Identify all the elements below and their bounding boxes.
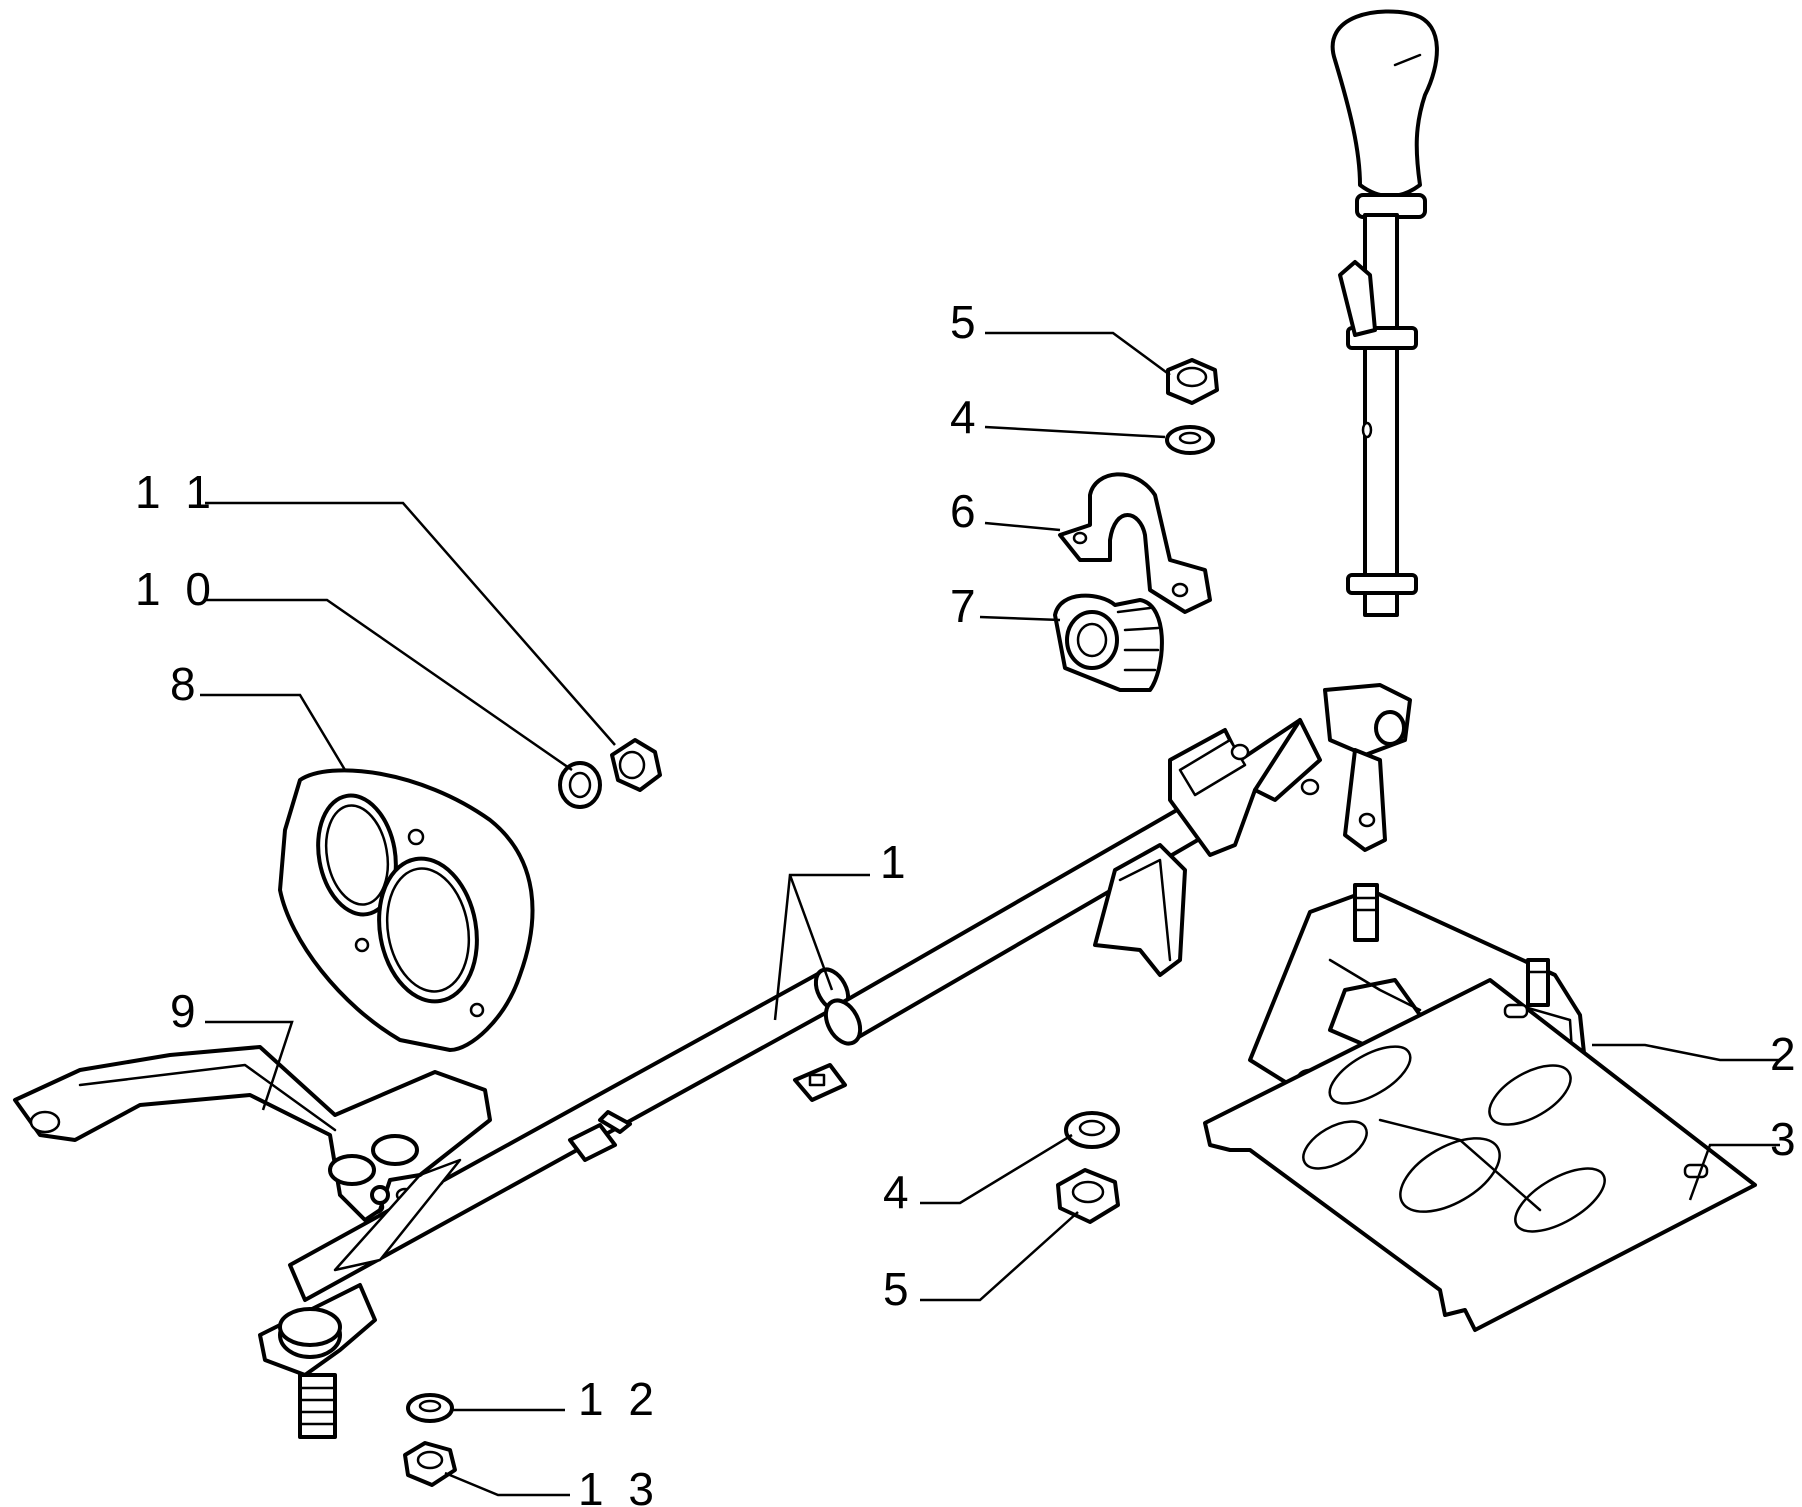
callout-4-lower: 4 — [883, 1166, 915, 1218]
callout-5-lower: 5 — [883, 1263, 915, 1315]
washer-upper — [1165, 425, 1215, 455]
callout-12: 1 2 — [578, 1373, 660, 1425]
base-plate — [1203, 978, 1757, 1332]
leader-3 — [1688, 1143, 1780, 1201]
leader-11 — [205, 501, 616, 746]
callout-5-upper: 5 — [950, 296, 982, 348]
callout-2: 2 — [1770, 1028, 1802, 1080]
washer-10 — [558, 761, 602, 809]
callout-9: 9 — [170, 985, 202, 1037]
leader-lines — [200, 331, 1780, 1497]
nut-11 — [610, 738, 662, 792]
leader-5-upper — [985, 331, 1171, 377]
u-clamp — [1058, 472, 1212, 614]
leader-7 — [979, 615, 1061, 622]
callout-4-upper: 4 — [950, 391, 982, 443]
leader-1b — [788, 874, 834, 991]
lever-plate — [13, 1045, 492, 1222]
callout-10: 1 0 — [135, 563, 217, 615]
callout-11: 1 1 — [135, 466, 217, 518]
leader-4-lower — [920, 1133, 1073, 1205]
callout-13: 1 3 — [578, 1463, 660, 1507]
callout-7: 7 — [950, 580, 982, 632]
nut-13 — [403, 1441, 457, 1487]
nut-lower — [1056, 1168, 1120, 1224]
selector-rod-assembly — [258, 718, 1322, 1439]
callout-8: 8 — [170, 658, 202, 710]
callout-labels: 1 2 3 4 4 5 5 6 7 8 9 1 0 1 1 1 2 1 3 — [135, 296, 1802, 1507]
leader-4-upper — [984, 425, 1166, 439]
leader-6 — [984, 521, 1061, 532]
leader-5-lower — [920, 1211, 1079, 1302]
gasket-plate — [278, 768, 535, 1052]
leader-8 — [200, 693, 347, 771]
leader-10 — [205, 598, 573, 772]
callout-6: 6 — [950, 485, 982, 537]
callout-1: 1 — [880, 836, 912, 888]
washer-12 — [406, 1393, 454, 1423]
leader-2 — [1592, 1043, 1780, 1062]
gear-lever — [1323, 9, 1439, 852]
rubber-bushing — [1053, 593, 1164, 692]
nut-upper — [1166, 358, 1219, 405]
washer-lower — [1064, 1111, 1120, 1149]
leader-13 — [444, 1471, 570, 1497]
callout-3: 3 — [1770, 1113, 1802, 1165]
leader-9 — [205, 1020, 294, 1111]
